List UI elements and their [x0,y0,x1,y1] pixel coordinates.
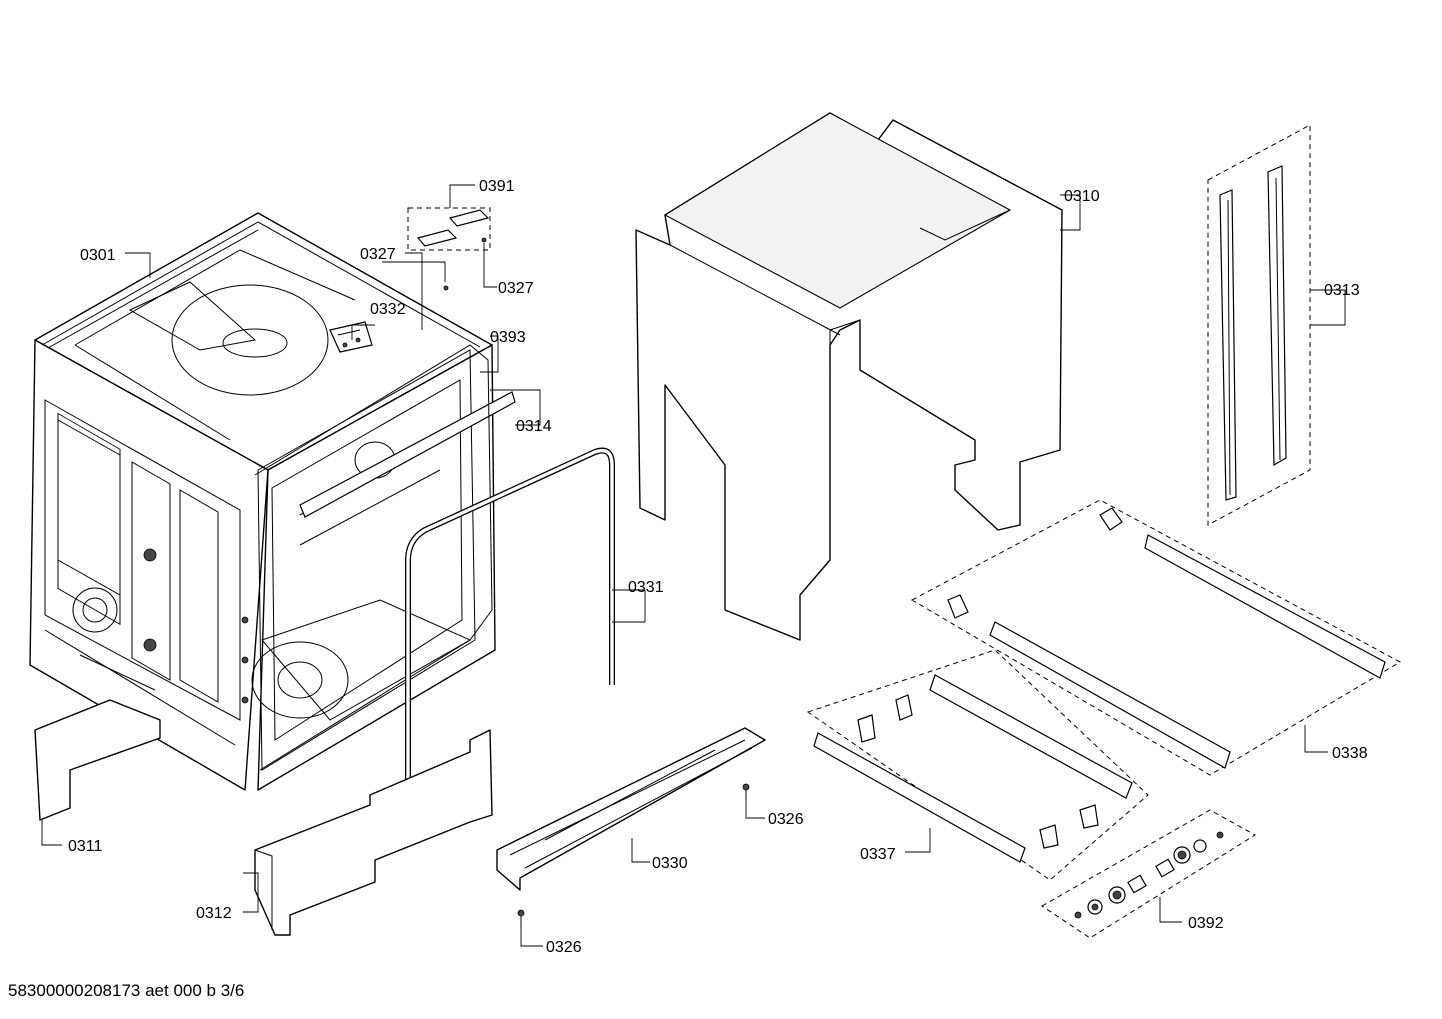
label-0327-left: 0327 [360,246,396,263]
leader-lines [41,184,1346,947]
label-0326-lower: 0326 [546,939,582,956]
label-0393: 0393 [490,329,526,346]
screw-part-0326-lower [517,909,525,927]
label-0311: 0311 [68,838,103,855]
label-0331: 0331 [628,579,664,596]
seal-part-0393 [254,344,493,771]
screw-part-0326-upper [742,783,750,800]
label-0310: 0310 [1064,188,1100,205]
wheel-kit-part-0392 [1041,809,1256,939]
door-seal-part-0331 [405,447,615,795]
label-0312: 0312 [196,905,232,922]
label-0392: 0392 [1188,915,1224,932]
label-0338: 0338 [1332,745,1368,762]
label-0332: 0332 [370,301,406,318]
label-0391: 0391 [479,178,515,195]
part-labels: 0301 0310 0311 0312 0313 0314 0326 0326 … [68,178,1368,956]
rail-set-part-0338 [910,499,1402,776]
rail-set-part-0337 [806,649,1149,881]
base-panel-part-0311 [34,699,161,821]
insulation-part-0310 [635,112,1063,641]
label-0330: 0330 [652,855,688,872]
label-0314: 0314 [516,418,552,435]
label-0313: 0313 [1324,282,1360,299]
base-channel-part-0330 [496,727,766,891]
label-0301: 0301 [80,247,116,264]
side-rails-part-0313 [1207,124,1311,526]
label-0327-right: 0327 [498,280,534,297]
seal-part-0314 [299,391,516,518]
label-0337: 0337 [860,846,896,863]
tub-part-0301 [29,212,496,791]
hinge-plates-part-0391 [407,207,491,291]
label-0326-upper: 0326 [768,811,804,828]
hinge-part-0332 [329,321,373,353]
base-panel-part-0312 [254,729,493,936]
document-id: 58300000208173 aet 000 b 3/6 [8,981,245,1000]
